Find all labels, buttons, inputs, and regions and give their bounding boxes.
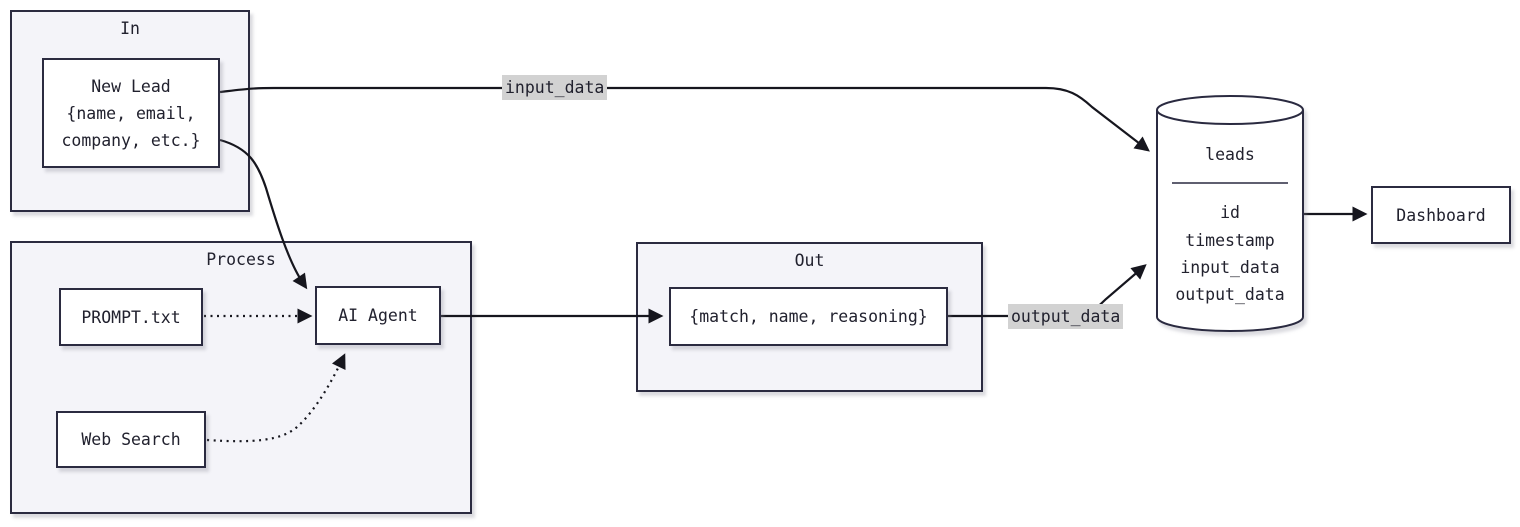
- node-dashboard-label: Dashboard: [1396, 205, 1486, 225]
- node-out-schema: {match, name, reasoning}: [669, 287, 948, 346]
- database-field-timestamp: timestamp: [1185, 231, 1274, 250]
- edge-label-input-data: input_data: [502, 75, 608, 100]
- node-new-lead-line3: company, etc.}: [61, 130, 201, 150]
- database-title: leads: [1205, 145, 1255, 164]
- node-dashboard: Dashboard: [1371, 186, 1511, 244]
- node-out-schema-label: {match, name, reasoning}: [689, 307, 928, 326]
- container-out-title: Out: [794, 251, 825, 270]
- node-new-lead: New Lead {name, email, company, etc.}: [42, 58, 220, 168]
- node-new-lead-line2: {name, email,: [66, 103, 196, 123]
- node-web-search-label: Web Search: [81, 430, 181, 449]
- database-cylinder-body: [1156, 110, 1304, 332]
- node-prompt-file-label: PROMPT.txt: [81, 307, 181, 327]
- database-field-input-data: input_data: [1180, 258, 1279, 277]
- node-ai-agent: AI Agent: [315, 286, 441, 345]
- database-field-output-data: output_data: [1175, 285, 1284, 304]
- container-in-title: In: [120, 19, 140, 38]
- node-new-lead-line1: New Lead: [91, 76, 171, 96]
- leads-database-cylinder: leads id timestamp input_data output_dat…: [1156, 95, 1304, 332]
- edge-input-data: [219, 86, 1150, 152]
- database-cylinder-top: [1156, 95, 1304, 125]
- edge-label-output-data: output_data: [1008, 304, 1124, 329]
- container-process-title: Process: [206, 250, 276, 269]
- node-prompt-file: PROMPT.txt: [59, 288, 203, 346]
- node-ai-agent-label: AI Agent: [338, 306, 418, 325]
- container-process: Process: [10, 241, 472, 514]
- database-field-id: id: [1220, 203, 1240, 222]
- node-web-search: Web Search: [56, 411, 206, 468]
